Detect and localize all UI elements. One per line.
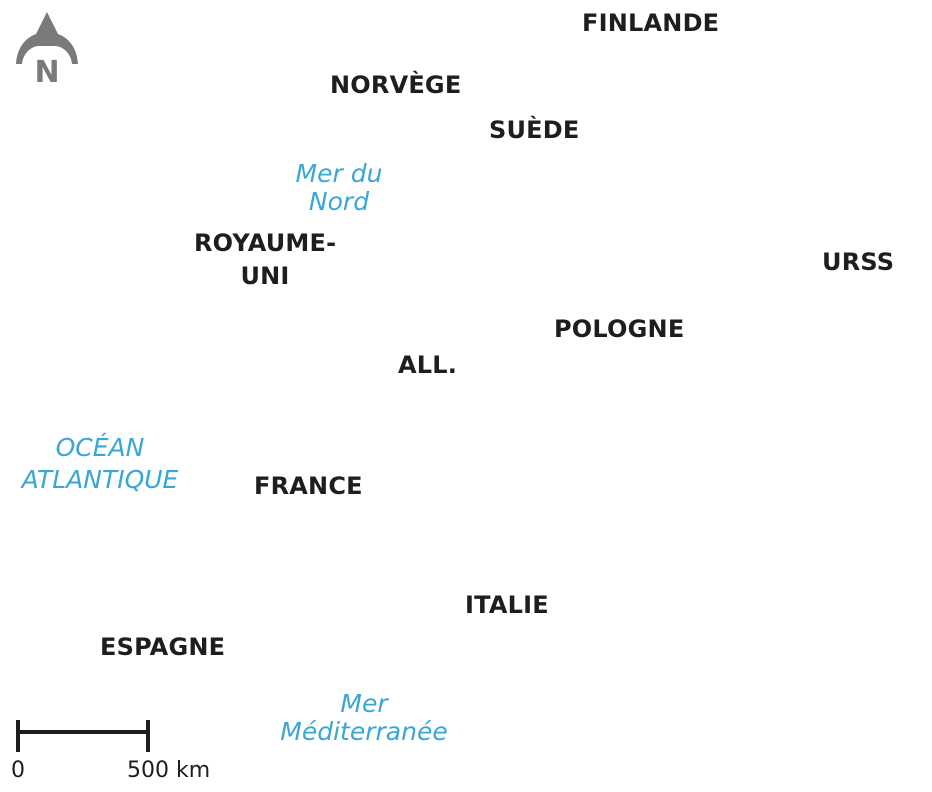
label-allemagne: ALL.	[398, 351, 458, 379]
label-urss: URSS	[822, 248, 895, 276]
label-ocean-atlantique-line2: ATLANTIQUE	[21, 465, 179, 494]
north-arrow-icon: N	[16, 12, 78, 86]
label-finlande: FINLANDE	[582, 9, 720, 37]
label-mer-mediterranee: Mer Méditerranée	[264, 690, 464, 746]
label-suede: SUÈDE	[489, 116, 580, 144]
scale-bar	[16, 720, 150, 752]
scale-start-label: 0	[11, 758, 25, 783]
label-mer-mediterranee-line2: Méditerranée	[280, 717, 448, 746]
label-royaume-uni: ROYAUME- UNI	[194, 230, 336, 290]
label-espagne: ESPAGNE	[100, 633, 226, 661]
label-royaume-uni-line1: ROYAUME-	[194, 229, 337, 257]
label-france: FRANCE	[254, 472, 363, 500]
label-mer-mediterranee-line1: Mer	[340, 689, 388, 718]
label-mer-du-nord-line2: Nord	[308, 187, 370, 216]
label-norvege: NORVÈGE	[330, 71, 462, 99]
north-letter: N	[34, 55, 59, 86]
scale-end-label: 500 km	[127, 758, 211, 783]
label-mer-du-nord: Mer du Nord	[279, 160, 399, 216]
label-royaume-uni-line2: UNI	[240, 261, 290, 290]
label-ocean-atlantique: OCÉAN ATLANTIQUE	[14, 434, 186, 494]
label-mer-du-nord-line1: Mer du	[295, 159, 383, 188]
label-italie: ITALIE	[465, 591, 549, 619]
label-pologne: POLOGNE	[554, 315, 685, 343]
label-ocean-atlantique-line1: OCÉAN	[55, 433, 145, 462]
